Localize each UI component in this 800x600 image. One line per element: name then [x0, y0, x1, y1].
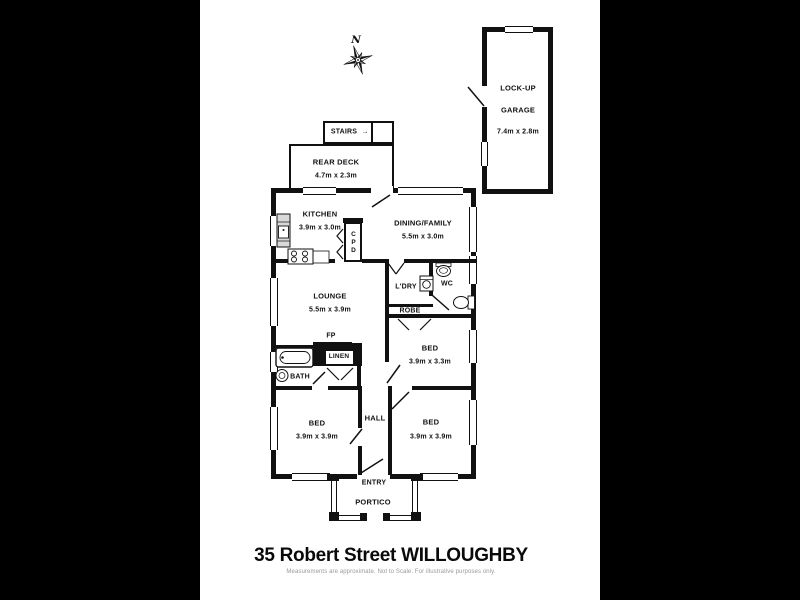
portico-post	[360, 513, 367, 521]
fireplace-label: FP	[326, 332, 336, 340]
wall-segment	[385, 304, 389, 362]
cupboard-box	[344, 222, 362, 262]
bath-label: BATH	[290, 373, 310, 381]
dining-family-dims: 5.5m x 3.0m	[402, 233, 444, 241]
lounge-dims: 5.5m x 3.9m	[309, 306, 351, 314]
window-segment	[270, 352, 278, 372]
fireplace-block	[352, 343, 362, 366]
bed2-label: BED	[308, 418, 326, 428]
kitchen-label: KITCHEN	[302, 209, 338, 219]
laundry-label: L'DRY	[395, 283, 417, 291]
cupboard-letter-c: C	[351, 231, 356, 238]
garage-door-opening	[481, 86, 488, 107]
wall-segment	[358, 446, 362, 475]
rear-deck-dims: 4.7m x 2.3m	[315, 172, 357, 180]
wall-segment	[271, 259, 335, 263]
fireplace-block	[313, 342, 324, 366]
window-segment	[303, 187, 336, 195]
portico-post	[327, 474, 339, 481]
wall-segment	[412, 386, 476, 390]
window-segment	[469, 330, 477, 363]
window-segment	[469, 400, 477, 445]
letterbox-left	[0, 0, 200, 600]
window-segment	[270, 278, 278, 326]
cupboard-letter-d: D	[351, 247, 356, 254]
bed3-dims: 3.9m x 3.9m	[410, 433, 452, 441]
wall-segment	[271, 345, 315, 348]
portico-post	[411, 512, 421, 521]
window-segment	[505, 26, 533, 33]
cupboard-label: C P D	[351, 231, 356, 255]
window-segment	[270, 216, 278, 246]
portico-post	[411, 474, 423, 481]
bed1-dims: 3.9m x 3.3m	[409, 358, 451, 366]
rear-deck-outline	[289, 144, 394, 193]
wall-segment	[385, 304, 433, 307]
wall-segment	[385, 259, 389, 305]
wall-segment	[404, 259, 476, 263]
wc-label: WC	[440, 280, 454, 288]
fireplace-block	[324, 342, 352, 349]
bed3-label: BED	[422, 417, 440, 427]
stairs-landing-divider	[371, 121, 373, 144]
window-segment	[398, 187, 463, 195]
wall-segment	[271, 386, 312, 390]
wall-segment	[385, 314, 433, 318]
wall-segment	[388, 386, 392, 475]
robe-label: ROBE	[399, 307, 421, 315]
bed1-label: BED	[421, 343, 439, 353]
portico-wall	[337, 515, 365, 521]
stairs-outline	[323, 121, 394, 144]
stairs-direction-arrow-icon: →	[361, 128, 369, 136]
linen-label: LINEN	[328, 352, 350, 360]
bed2-dims: 3.9m x 3.9m	[296, 433, 338, 441]
letterbox-right	[600, 0, 800, 600]
window-segment	[420, 473, 458, 481]
garage-outline	[482, 27, 553, 194]
stairs-label: STAIRS	[330, 128, 358, 136]
dining-family-label: DINING/FAMILY	[394, 218, 452, 228]
portico-post	[329, 512, 339, 521]
wall-segment	[429, 263, 433, 296]
portico-post	[383, 513, 390, 521]
window-segment	[292, 473, 330, 481]
window-segment	[469, 256, 477, 284]
garage-label-line1: LOCK-UP	[500, 83, 536, 93]
rear-deck-label: REAR DECK	[312, 157, 360, 167]
window-segment	[469, 207, 477, 252]
page-title: 35 Robert Street WILLOUGHBY	[254, 545, 528, 566]
portico-wall	[385, 515, 412, 521]
lounge-label: LOUNGE	[313, 291, 347, 301]
deck-door-opening	[371, 186, 393, 195]
disclaimer-text: Measurements are approximate. Not to Sca…	[286, 569, 496, 575]
wall-segment	[343, 218, 363, 223]
garage-label-line2: GARAGE	[500, 105, 536, 115]
entry-label: ENTRY	[361, 479, 387, 487]
portico-wall	[412, 479, 418, 515]
wall-segment	[362, 259, 388, 263]
entry-door-opening	[357, 472, 390, 481]
wall-segment	[358, 390, 362, 428]
portico-label: PORTICO	[355, 497, 391, 507]
window-segment	[270, 407, 278, 450]
wall-segment	[357, 366, 361, 386]
wall-segment	[328, 386, 362, 390]
wall-segment	[433, 314, 476, 318]
hall-label: HALL	[364, 413, 386, 423]
cupboard-letter-p: P	[351, 239, 356, 246]
window-segment	[481, 142, 488, 166]
portico-wall	[331, 479, 337, 515]
linen-closet-box	[324, 349, 355, 366]
kitchen-dims: 3.9m x 3.0m	[299, 224, 341, 232]
garage-dims: 7.4m x 2.8m	[497, 128, 539, 136]
